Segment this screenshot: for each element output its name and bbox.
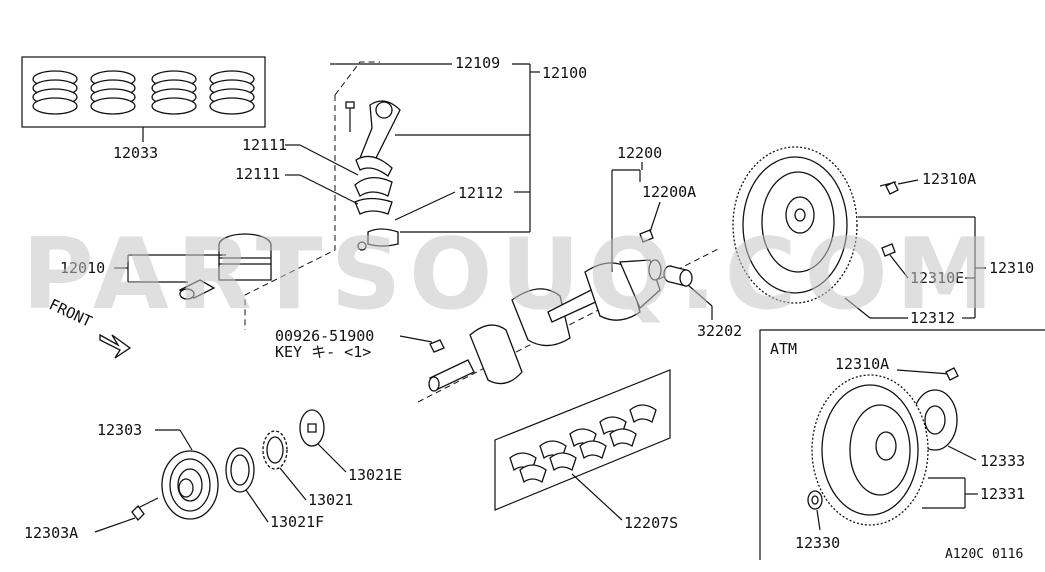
- label-12330: 12330: [795, 534, 840, 552]
- rod-bolt[interactable]: [345, 101, 355, 132]
- label-12303A: 12303A: [24, 524, 78, 542]
- connecting-rod[interactable]: [355, 100, 401, 177]
- label-12331: 12331: [980, 485, 1025, 503]
- label-12109: 12109: [455, 54, 500, 72]
- crankshaft-pilot-pin[interactable]: [639, 229, 654, 243]
- oil-pump-drive-spacer[interactable]: [299, 409, 325, 447]
- flywheel-bolt[interactable]: [879, 181, 899, 195]
- main-bearing-set[interactable]: [509, 404, 657, 484]
- label-12310: 12310: [989, 259, 1034, 277]
- drive-plate-spacer[interactable]: [807, 490, 823, 510]
- crankshaft-bushing[interactable]: [663, 265, 693, 287]
- rod-cap[interactable]: [357, 228, 399, 251]
- drive-plate[interactable]: [811, 374, 929, 526]
- flywheel[interactable]: [732, 146, 858, 304]
- atm-section-box: [759, 329, 1045, 560]
- label-12200A: 12200A: [642, 183, 696, 201]
- label-12111-lower: 12111: [235, 165, 280, 183]
- label-12111-upper: 12111: [242, 136, 287, 154]
- label-atm-12310A: 12310A: [835, 355, 889, 373]
- label-12033: 12033: [113, 144, 158, 162]
- label-12200: 12200: [617, 144, 662, 162]
- label-13021F: 13021F: [270, 513, 324, 531]
- piston-pin[interactable]: [178, 279, 216, 300]
- label-key-part-number: 00926-51900: [275, 327, 374, 345]
- label-12310E: 12310E: [910, 269, 964, 287]
- label-13021E: 13021E: [348, 466, 402, 484]
- label-12303: 12303: [97, 421, 142, 439]
- piston[interactable]: [218, 233, 272, 281]
- label-12207S: 12207S: [624, 514, 678, 532]
- watermark: PARTSOUQ.COM: [22, 218, 1001, 332]
- label-12100: 12100: [542, 64, 587, 82]
- drive-plate-bolt[interactable]: [945, 367, 959, 381]
- label-key-description: KEY キ- <1>: [275, 343, 371, 361]
- label-12112: 12112: [458, 184, 503, 202]
- main-bearing-box: [494, 369, 671, 511]
- crankshaft-key[interactable]: [429, 339, 445, 353]
- front-arrow-icon: [99, 333, 132, 359]
- crankshaft[interactable]: [428, 259, 662, 392]
- label-12312: 12312: [910, 309, 955, 327]
- label-12310A: 12310A: [922, 170, 976, 188]
- label-13021: 13021: [308, 491, 353, 509]
- crankshaft-pulley[interactable]: [161, 450, 219, 520]
- rod-bearing-lower[interactable]: [354, 197, 393, 215]
- label-32202: 32202: [697, 322, 742, 340]
- label-atm: ATM: [770, 340, 797, 358]
- piston-ring-set[interactable]: [32, 70, 255, 115]
- flywheel-dowel-pin[interactable]: [881, 243, 896, 257]
- oil-seal[interactable]: [225, 447, 255, 493]
- label-12010: 12010: [60, 259, 105, 277]
- figure-code: A120C 0116: [945, 547, 1023, 562]
- label-12333: 12333: [980, 452, 1025, 470]
- pulley-bolt[interactable]: [131, 497, 159, 521]
- crankshaft-sprocket[interactable]: [262, 430, 288, 470]
- rod-bearing-upper[interactable]: [354, 177, 393, 197]
